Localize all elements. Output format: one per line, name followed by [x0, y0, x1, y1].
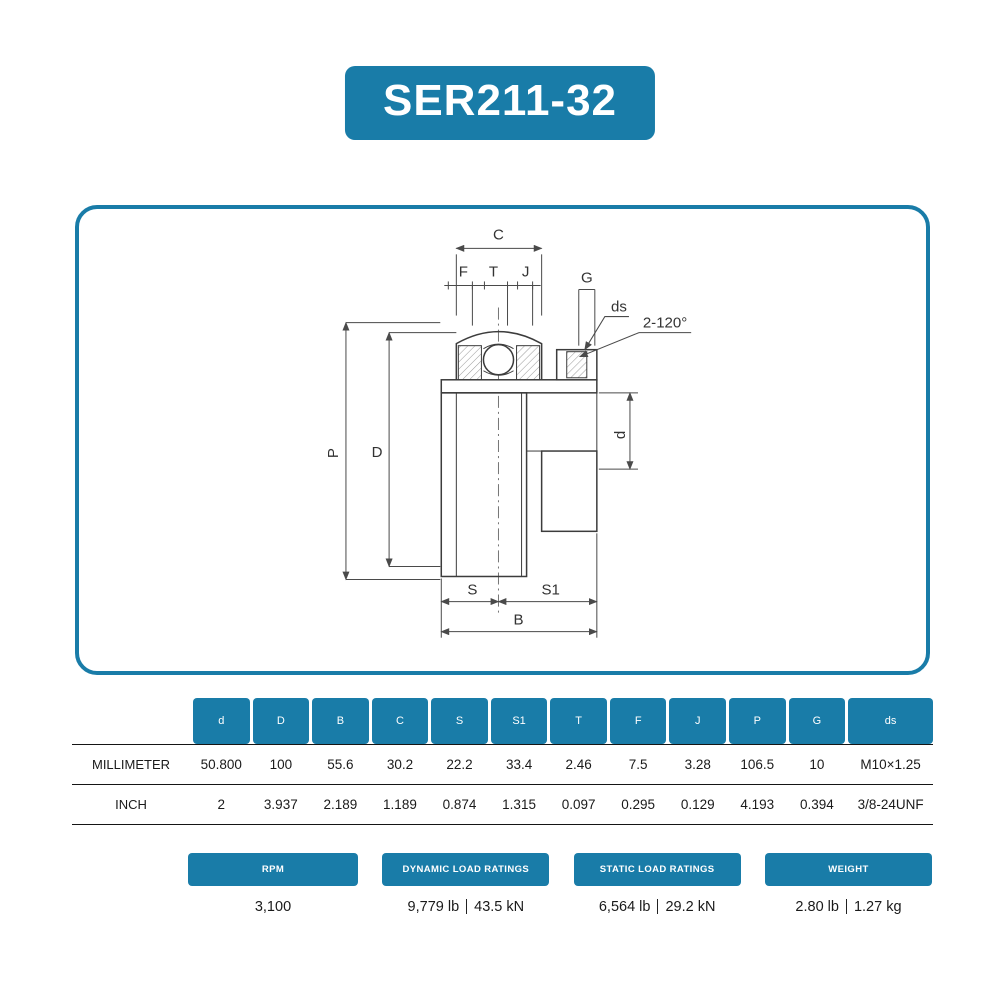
dim-label-f: F	[459, 263, 468, 280]
row-label-millimeter: MILLIMETER	[91, 757, 170, 772]
dim-label-d-bore: d	[612, 431, 629, 439]
dimension-lines	[342, 244, 692, 638]
rpm-card-body: 3,100	[188, 886, 358, 915]
mm-J: 3.28	[684, 757, 711, 772]
dim-label-d-outer: D	[372, 444, 383, 461]
column-header-S1: S1	[490, 698, 548, 744]
table-row-millimeter: MILLIMETER 50.800 100 55.6 30.2 22.2 33.…	[72, 744, 933, 784]
mm-ds: M10×1.25	[860, 757, 921, 772]
column-header-P: P	[729, 698, 786, 744]
static-load-lb: 6,564 lb	[598, 899, 651, 915]
dim-label-ds: ds	[611, 299, 627, 316]
dynamic-load-kn: 43.5 kN	[474, 899, 525, 915]
mm-P: 106.5	[740, 757, 775, 772]
column-header-B: B	[312, 698, 369, 744]
table-corner-cell	[72, 698, 190, 744]
housing-body	[440, 392, 528, 578]
dim-label-g: G	[581, 269, 593, 286]
set-screw	[566, 351, 588, 379]
weight-card-body: 2.80 lb 1.27 kg	[765, 886, 932, 915]
table-row-inch: INCH 2 3.937 2.189 1.189 0.874 1.315 0.0…	[72, 784, 933, 825]
value-divider	[845, 899, 847, 914]
in-F: 0.295	[621, 797, 656, 812]
in-S: 0.874	[442, 797, 477, 812]
column-header-G: G	[788, 698, 846, 744]
mm-S: 22.2	[446, 757, 473, 772]
dynamic-load-card: DYNAMIC LOAD RATINGS 9,779 lb 43.5 kN	[382, 853, 550, 915]
cage-top	[483, 343, 514, 350]
mm-D: 100	[269, 757, 293, 772]
mm-F: 7.5	[628, 757, 648, 772]
outer-ring-section-right	[516, 345, 541, 381]
mm-B: 55.6	[327, 757, 354, 772]
static-load-card: STATIC LOAD RATINGS 6,564 lb 29.2 kN	[573, 853, 741, 915]
dim-label-t: T	[489, 263, 498, 280]
column-header-J: J	[669, 698, 727, 744]
weight-card: WEIGHT 2.80 lb 1.27 kg	[764, 853, 932, 915]
inner-ring-sleeve	[440, 379, 598, 394]
mm-S1: 33.4	[505, 757, 533, 772]
dim-label-s1: S1	[541, 582, 559, 599]
ball	[482, 343, 515, 376]
in-P: 4.193	[740, 797, 775, 812]
in-S1: 1.315	[502, 797, 536, 812]
column-header-C: C	[371, 698, 429, 744]
dim-label-s: S	[467, 582, 477, 599]
shaft-end-block	[540, 450, 598, 533]
dim-label-c: C	[493, 226, 504, 243]
column-header-d: d	[193, 698, 250, 744]
in-C: 1.189	[383, 797, 417, 812]
in-ds: 3/8-24UNF	[857, 797, 924, 812]
dynamic-load-card-body: 9,779 lb 43.5 kN	[382, 886, 549, 915]
in-G: 0.394	[799, 797, 834, 812]
outer-ring-section-left	[457, 345, 482, 381]
weight-kg: 1.27 kg	[853, 899, 902, 915]
dimensions-table-header: d D B C S S1 T F J P G ds	[72, 698, 933, 744]
in-T: 0.097	[561, 797, 596, 812]
product-title: SER211-32	[344, 66, 656, 140]
column-header-F: F	[609, 698, 667, 744]
value-divider	[466, 899, 468, 914]
mm-T: 2.46	[565, 757, 592, 772]
cage-bottom	[483, 370, 514, 376]
mm-C: 30.2	[386, 757, 414, 772]
mm-G: 10	[809, 757, 825, 772]
value-divider	[657, 899, 659, 914]
in-d: 2	[217, 797, 226, 812]
static-load-card-header: STATIC LOAD RATINGS	[573, 853, 741, 886]
spec-cards: RPM 3,100 DYNAMIC LOAD RATINGS 9,779 lb 4…	[188, 853, 932, 915]
row-label-inch: INCH	[115, 797, 147, 812]
weight-lb: 2.80 lb	[795, 899, 839, 915]
dim-label-p: P	[325, 448, 342, 458]
technical-drawing-panel: C F T J G ds 2-120° P D d S S1 B	[75, 205, 930, 675]
in-D: 3.937	[263, 797, 298, 812]
dynamic-load-lb: 9,779 lb	[407, 899, 460, 915]
in-B: 2.189	[323, 797, 358, 812]
bearing-outline	[440, 330, 598, 578]
rpm-card: RPM 3,100	[188, 853, 358, 915]
dynamic-load-card-header: DYNAMIC LOAD RATINGS	[382, 853, 550, 886]
rpm-value: 3,100	[254, 899, 292, 915]
static-load-card-body: 6,564 lb 29.2 kN	[574, 886, 741, 915]
static-load-kn: 29.2 kN	[665, 899, 716, 915]
column-header-D: D	[252, 698, 310, 744]
dim-label-screw-angle: 2-120°	[643, 315, 688, 332]
rpm-card-header: RPM	[188, 853, 358, 886]
column-header-ds: ds	[848, 698, 933, 744]
bearing-drawing: C F T J G ds 2-120° P D d S S1 B	[325, 226, 692, 638]
column-header-S: S	[431, 698, 488, 744]
weight-card-header: WEIGHT	[764, 853, 932, 886]
column-header-T: T	[550, 698, 607, 744]
dim-label-j: J	[522, 263, 530, 280]
mm-d: 50.800	[200, 757, 242, 772]
in-J: 0.129	[680, 797, 715, 812]
outer-ring-dome	[455, 330, 543, 380]
dimensions-table: d D B C S S1 T F J P G ds MILLIMETER 50.…	[72, 698, 933, 825]
dim-label-b: B	[514, 612, 524, 629]
